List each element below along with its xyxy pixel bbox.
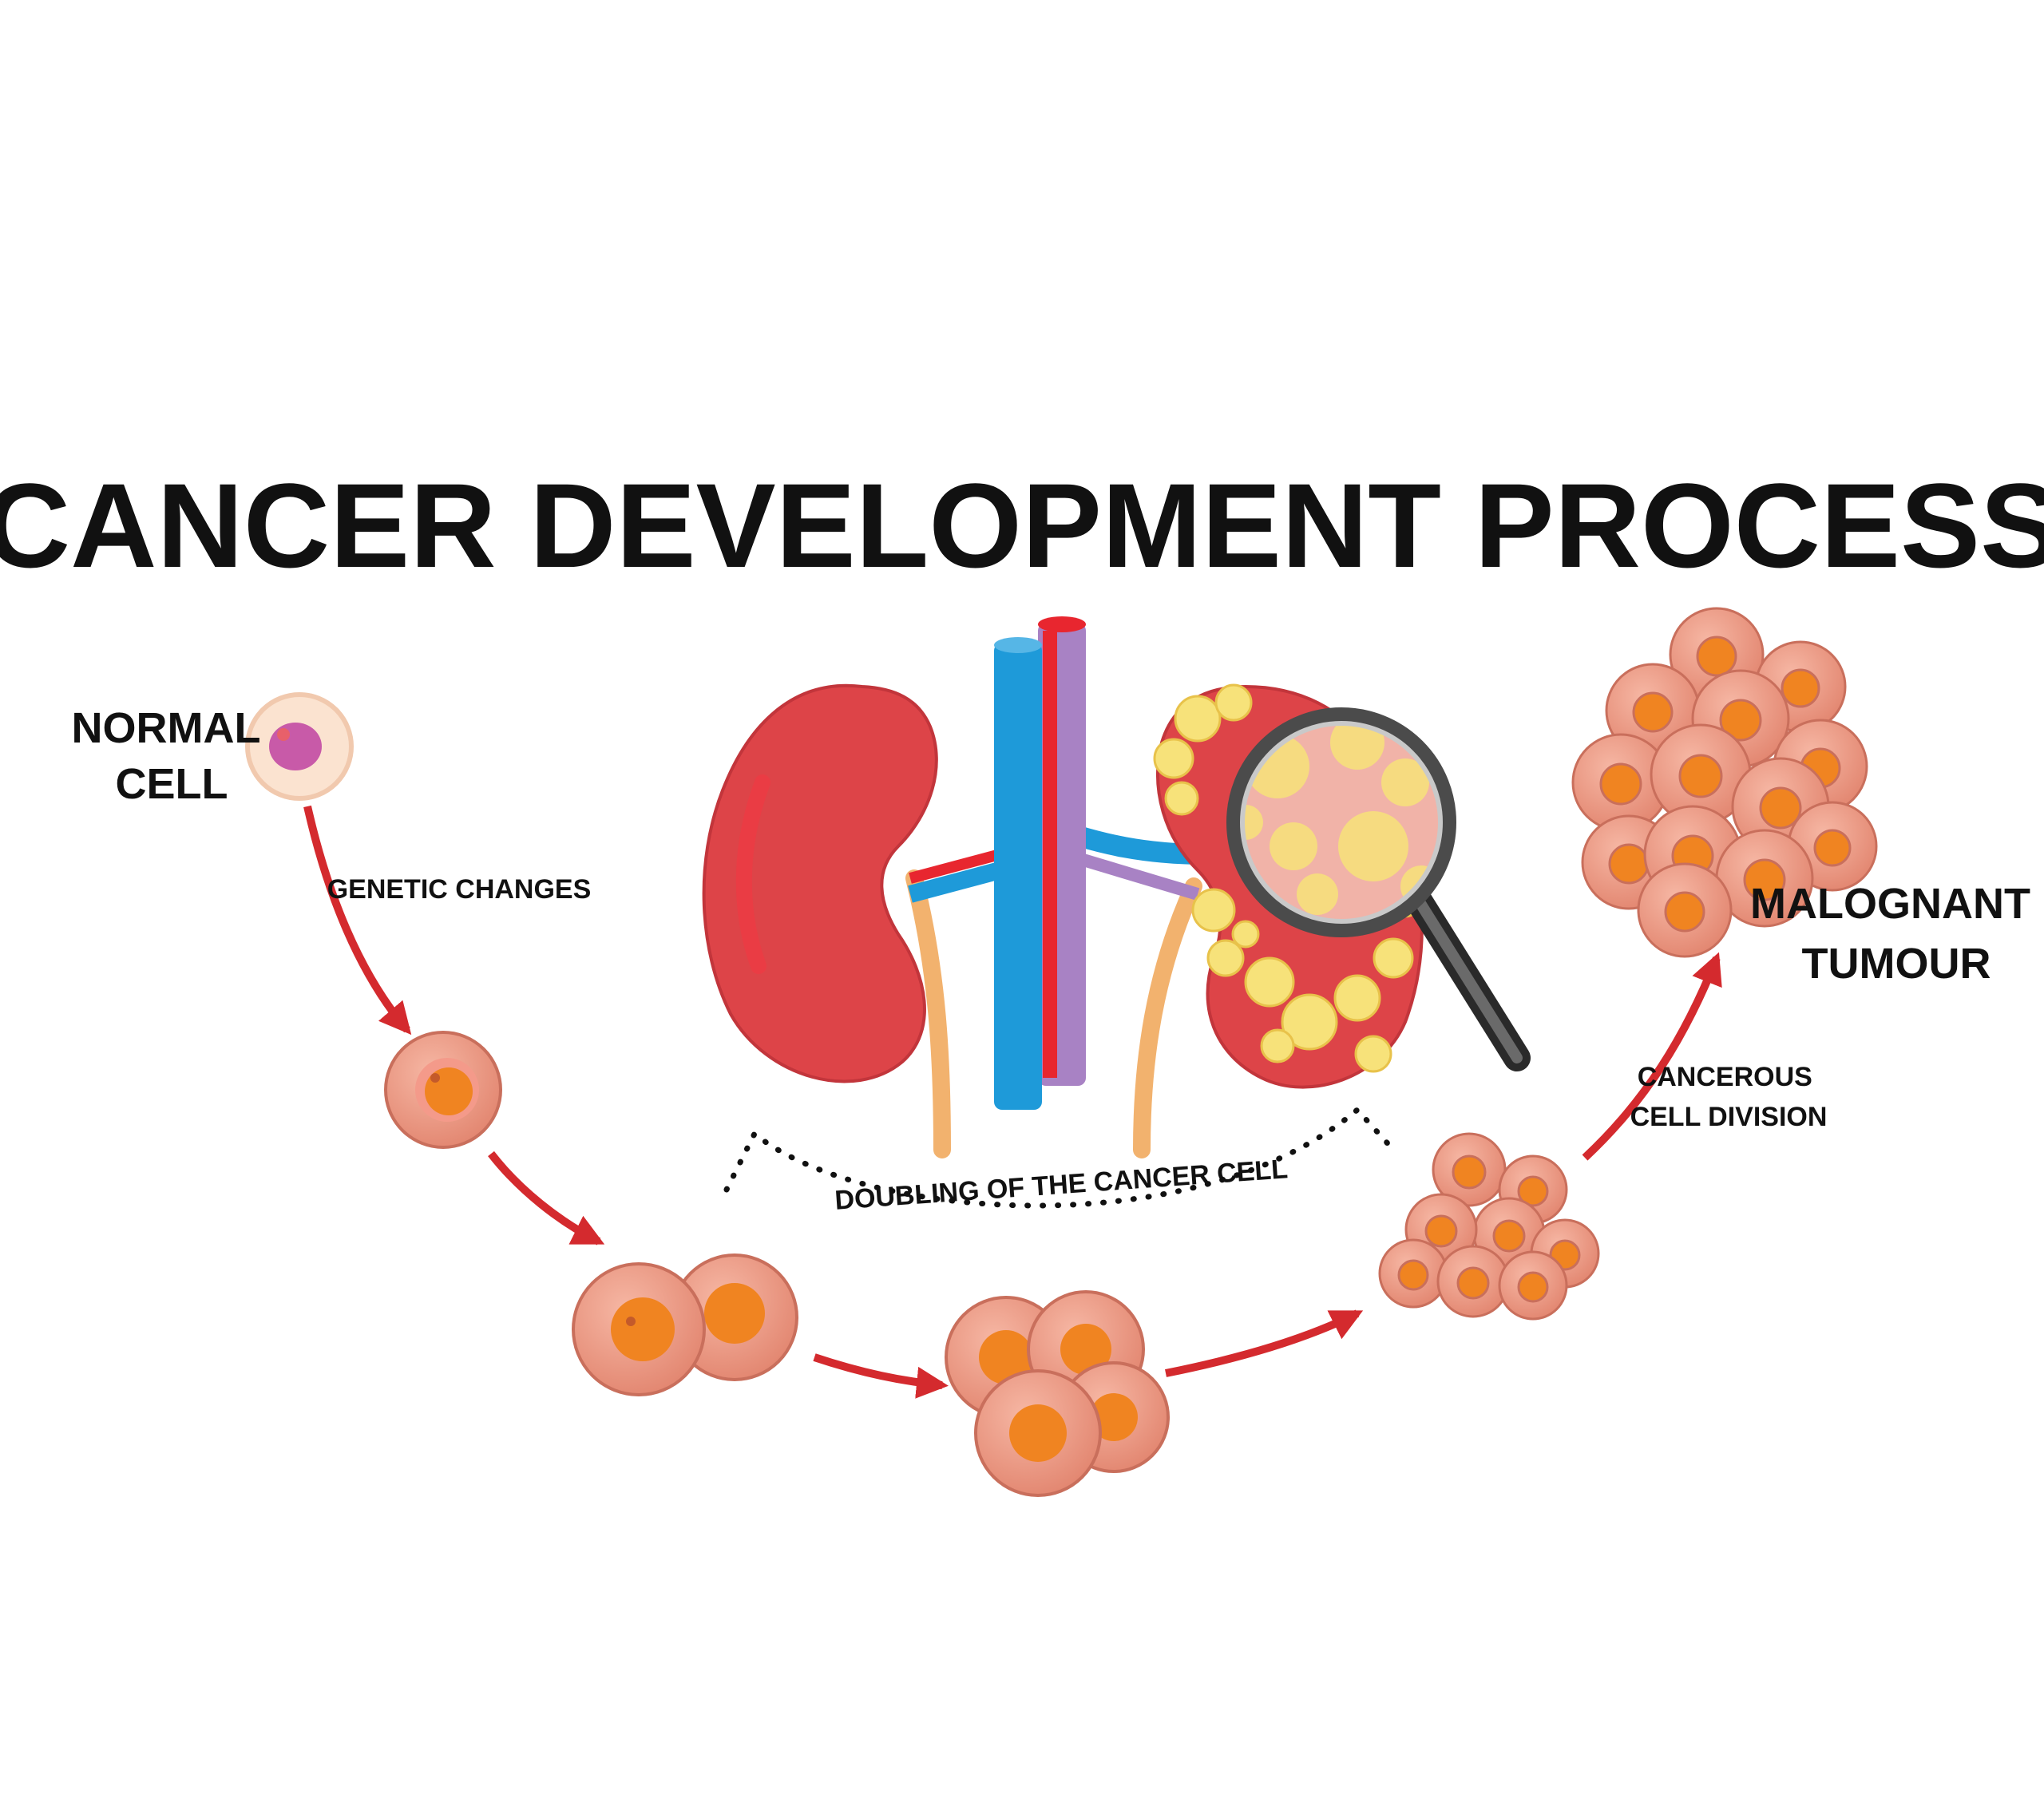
left-ureter (905, 869, 951, 1158)
malignant-tumour-line1: MALOGNANT (1750, 880, 2030, 928)
arrow-to-two-cells (488, 1150, 605, 1246)
page-title: CANCER DEVELOPMENT PROCESS (0, 458, 2044, 592)
normal-cell-label-line2: CELL (116, 760, 228, 808)
arrow-to-four-cells (813, 1353, 949, 1399)
kidney-illustration (702, 616, 1531, 1158)
vena-cava (994, 643, 1042, 1110)
arrow-genetic-changes (303, 805, 412, 1036)
malignant-tumour-line2: TUMOUR (1802, 940, 1991, 988)
cancerous-division-line2: CELL DIVISION (1630, 1102, 1828, 1132)
dotted-bracket (723, 1106, 1396, 1209)
right-ureter (1133, 877, 1202, 1158)
cancerous-division-line1: CANCEROUS (1638, 1062, 1812, 1092)
vena-cava-top (994, 637, 1042, 653)
genetic-changes-label: GENETIC CHANGES (327, 874, 592, 905)
cancerous-division-label: CANCEROUS CELL DIVISION (1630, 1062, 1828, 1132)
arrow-to-cell-group (1165, 1309, 1364, 1377)
malignant-tumour-label: MALOGNANT TUMOUR (1750, 880, 2042, 988)
aorta-top (1038, 616, 1086, 632)
normal-cell-label-line1: NORMAL (71, 704, 259, 752)
malignant-tumour (1571, 607, 1878, 958)
four-cell-cluster (945, 1290, 1170, 1497)
normal-cell-label: NORMAL CELL (71, 704, 271, 808)
kidney-highlight (735, 774, 770, 974)
normal-cell (245, 692, 354, 801)
cell-group (1378, 1132, 1600, 1321)
mutated-cell (384, 1031, 502, 1149)
tumor-spots (1153, 683, 1421, 1073)
doubling-label: DOUBLING OF THE CANCER CELL (834, 1154, 1289, 1216)
two-cell-cluster (572, 1253, 798, 1396)
aorta-stripe (1043, 631, 1057, 1078)
magnifier-icon (1226, 707, 1531, 1071)
arrow-to-tumour (1582, 952, 1722, 1161)
